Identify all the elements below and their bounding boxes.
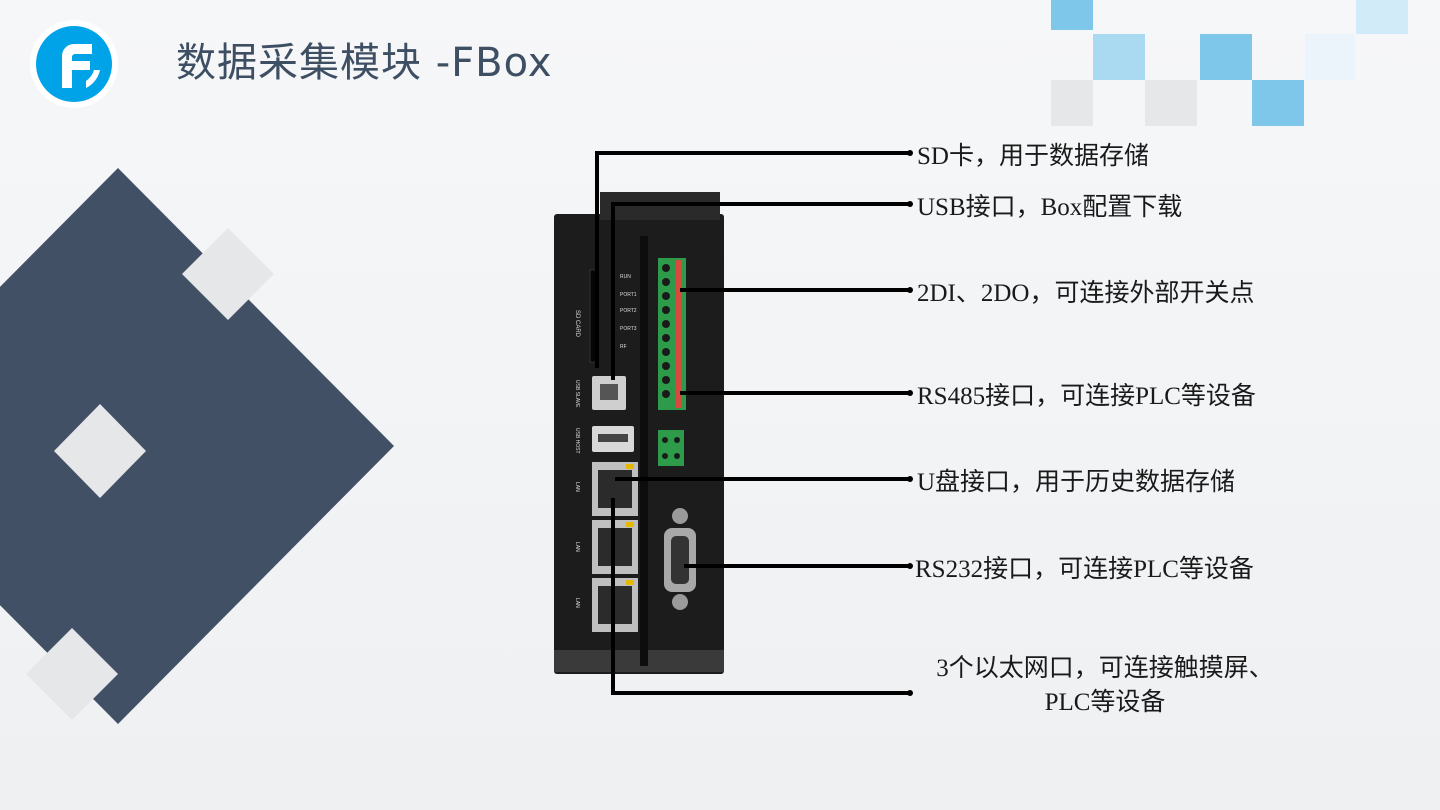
- device-label-sd-card: SD CARD: [574, 310, 580, 338]
- mosaic-square: [1200, 34, 1252, 80]
- ethernet-leader-line: [611, 498, 908, 695]
- sd-card-leader-line: [595, 151, 908, 368]
- rs232-db9-port: [664, 508, 696, 610]
- terminal-red-strip: [676, 260, 681, 408]
- large-navy-diamond: [0, 168, 394, 724]
- device-label-usb-slave: USB SLAVE: [574, 380, 580, 408]
- device-label-usb-host: USB HOST: [574, 428, 580, 454]
- callout-ethernet: 3个以太网口，可连接触摸屏、 PLC等设备: [920, 652, 1290, 720]
- device-label-port2: PORT2: [620, 308, 637, 314]
- device-label-lan-1: LAN: [574, 482, 580, 492]
- terminal-screws: [662, 264, 670, 398]
- device-label-port3: PORT3: [620, 326, 637, 332]
- mosaic-square: [1252, 80, 1304, 126]
- mosaic-square: [1356, 0, 1408, 34]
- device-label-lan-2: LAN: [574, 542, 580, 552]
- small-green-connector: [658, 430, 684, 466]
- decorative-mosaic: [1051, 0, 1408, 126]
- callout-usb: USB接口，Box配置下载: [917, 194, 1183, 221]
- small-grey-diamond-top: [182, 228, 274, 320]
- callout-udisk: U盘接口，用于历史数据存储: [917, 469, 1236, 496]
- device-label-lan-3: LAN: [574, 598, 580, 608]
- device-label-port1: PORT1: [620, 292, 637, 298]
- callout-ethernet-line-1: 3个以太网口，可连接触摸屏、: [936, 655, 1274, 682]
- callout-di-do: 2DI、2DO，可连接外部开关点: [917, 280, 1255, 307]
- mosaic-square: [1051, 0, 1093, 30]
- callout-ethernet-line-2: PLC等设备: [1044, 689, 1166, 716]
- device-label-rf: RF: [620, 344, 627, 350]
- callout-rs232: RS232接口，可连接PLC等设备: [915, 556, 1254, 583]
- usb-leader-line: [611, 202, 908, 380]
- callout-rs485: RS485接口，可连接PLC等设备: [917, 383, 1256, 410]
- mosaic-square: [1305, 34, 1355, 80]
- decorative-diamond-shapes: [0, 168, 394, 724]
- usb-host-port-inner: [598, 434, 628, 442]
- mosaic-square: [1051, 80, 1093, 126]
- device-bottom-rail: [554, 650, 724, 672]
- callout-sd-card: SD卡，用于数据存储: [917, 143, 1149, 170]
- mosaic-square: [1093, 34, 1145, 80]
- small-grey-diamond-bottom: [26, 628, 118, 720]
- small-grey-diamond-middle: [54, 404, 146, 498]
- device-label-run: RUN: [620, 274, 631, 280]
- fbox-logo-icon: [30, 20, 118, 108]
- usb-slave-port-inner: [600, 384, 618, 400]
- device-front-ridge: [640, 236, 648, 666]
- page-title: 数据采集模块 -FBox: [176, 40, 553, 86]
- mosaic-square: [1145, 80, 1197, 126]
